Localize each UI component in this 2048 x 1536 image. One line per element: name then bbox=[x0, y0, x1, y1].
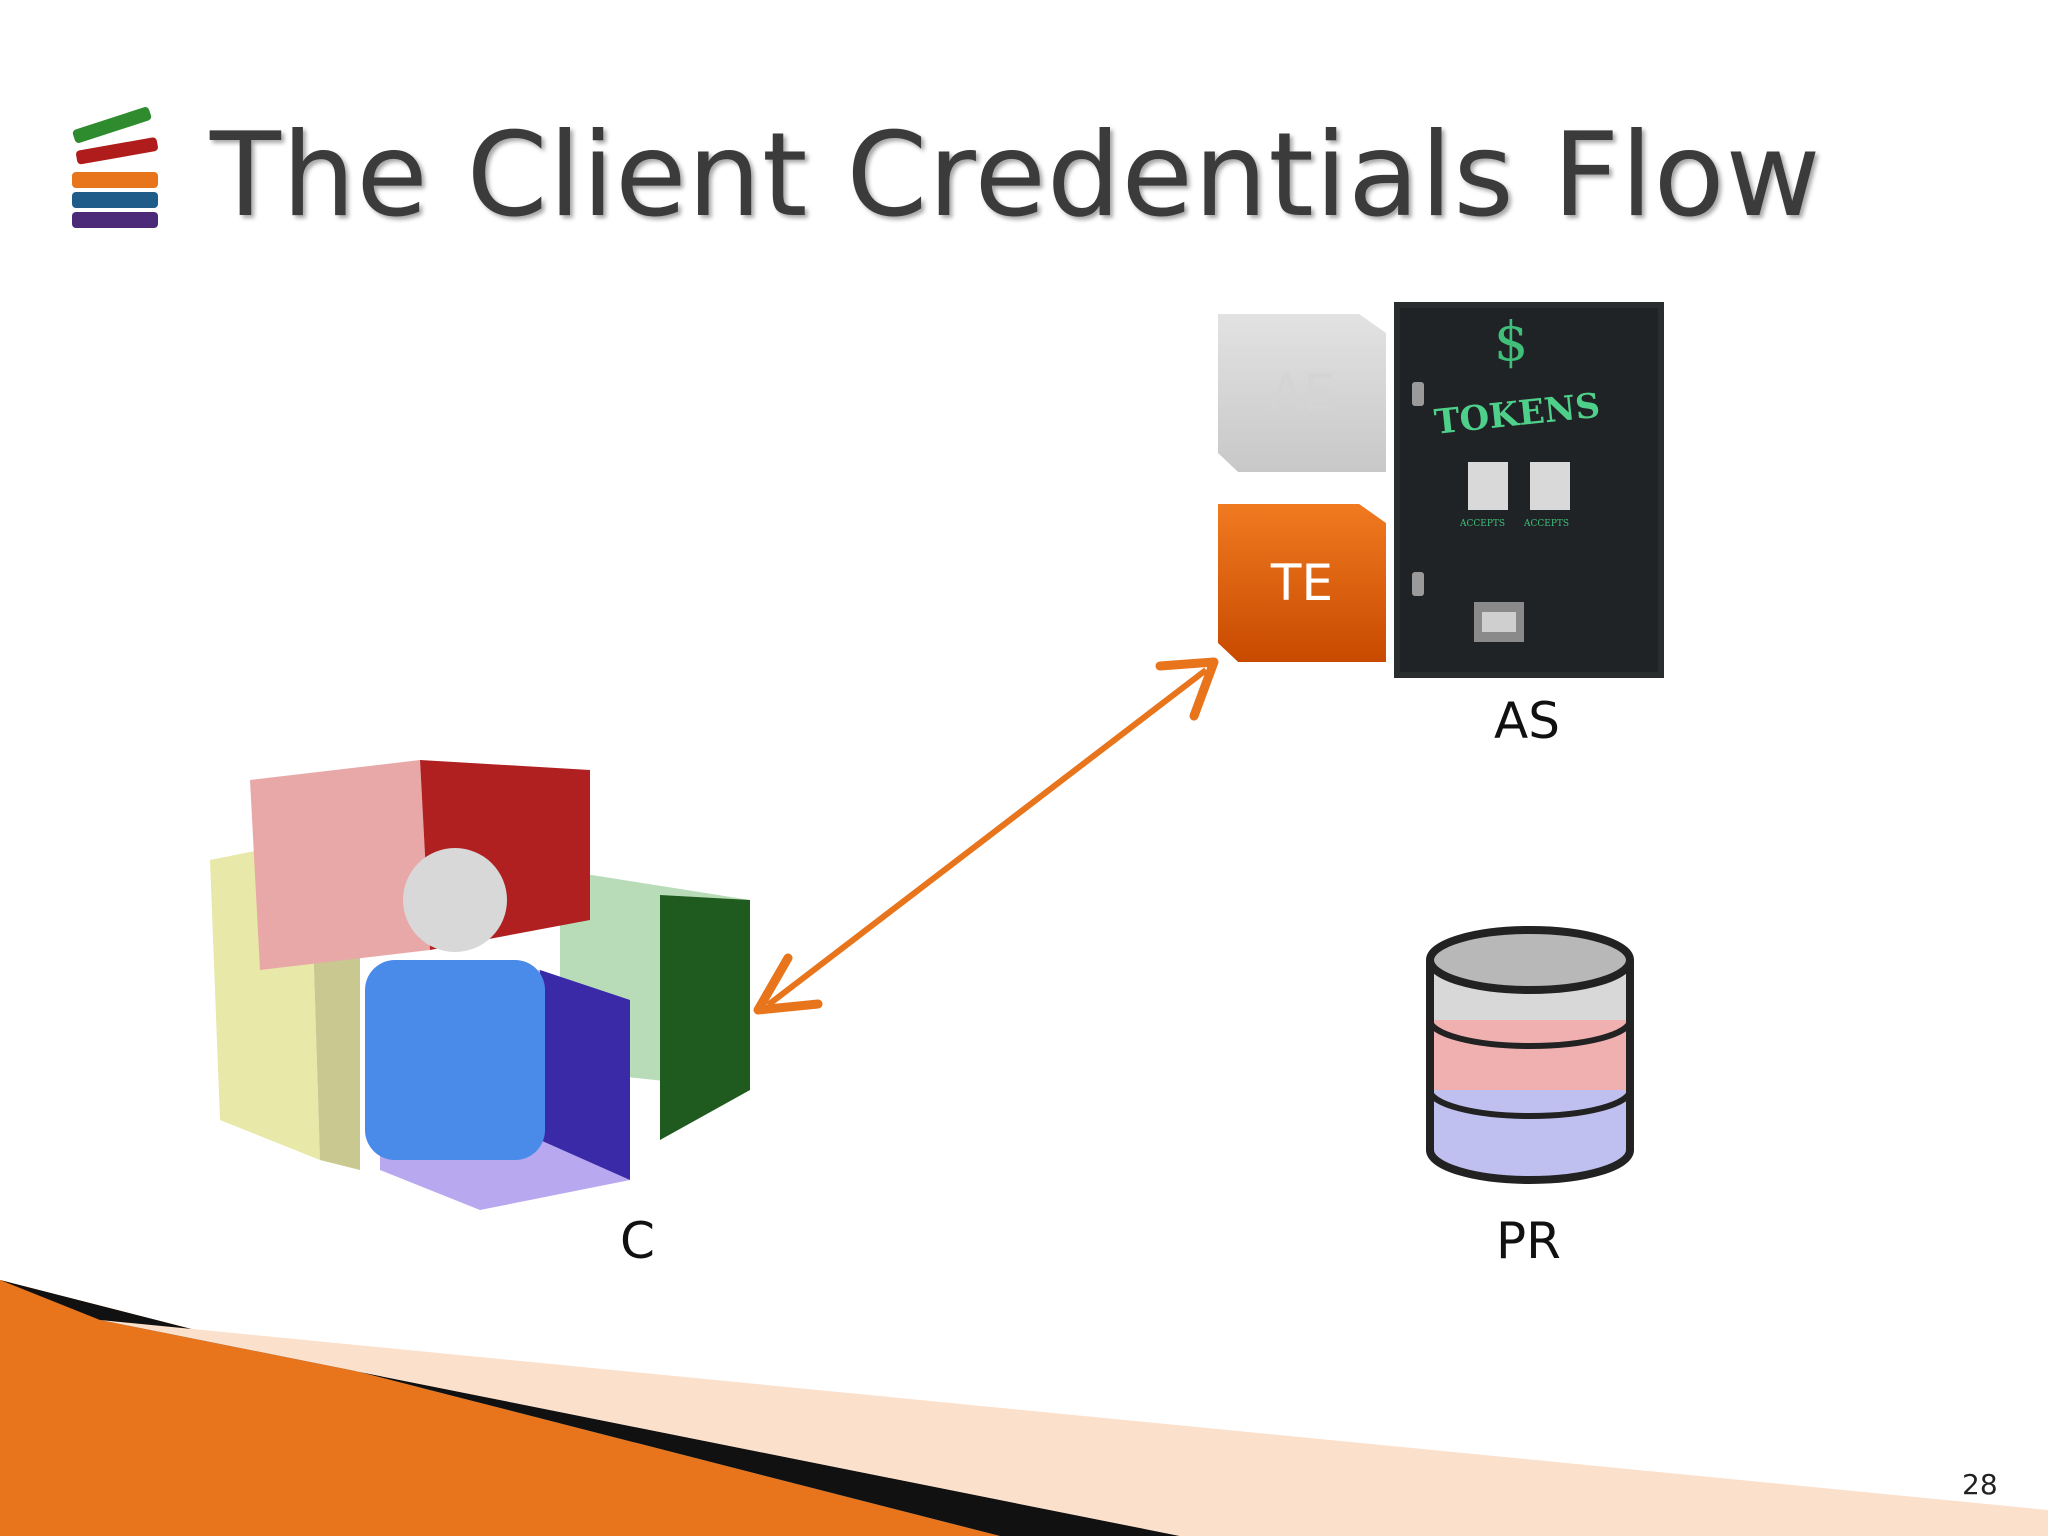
client-cubes-icon bbox=[210, 760, 750, 1210]
accepts-right-text: ACCEPTS bbox=[1523, 519, 1569, 529]
pr-label: PR bbox=[1496, 1212, 1561, 1270]
te-box: TE bbox=[1218, 504, 1386, 662]
as-label: AS bbox=[1494, 692, 1560, 750]
page-number: 28 bbox=[1962, 1468, 1998, 1501]
slide-title: The Client Credentials Flow bbox=[210, 108, 1822, 243]
te-label: TE bbox=[1270, 554, 1334, 612]
client-label: C bbox=[620, 1212, 655, 1270]
ae-box: AE bbox=[1218, 314, 1386, 472]
dollar-symbol: $ bbox=[1494, 310, 1528, 373]
bottom-swoosh-decoration bbox=[0, 1280, 2048, 1536]
database-icon bbox=[1426, 926, 1634, 1184]
ae-label: AE bbox=[1269, 364, 1335, 422]
accepts-left-text: ACCEPTS bbox=[1459, 519, 1505, 529]
books-logo-icon bbox=[72, 107, 158, 228]
token-vending-machine-icon: $ TOKENS ACCEPTS ACCEPTS bbox=[1394, 302, 1664, 678]
